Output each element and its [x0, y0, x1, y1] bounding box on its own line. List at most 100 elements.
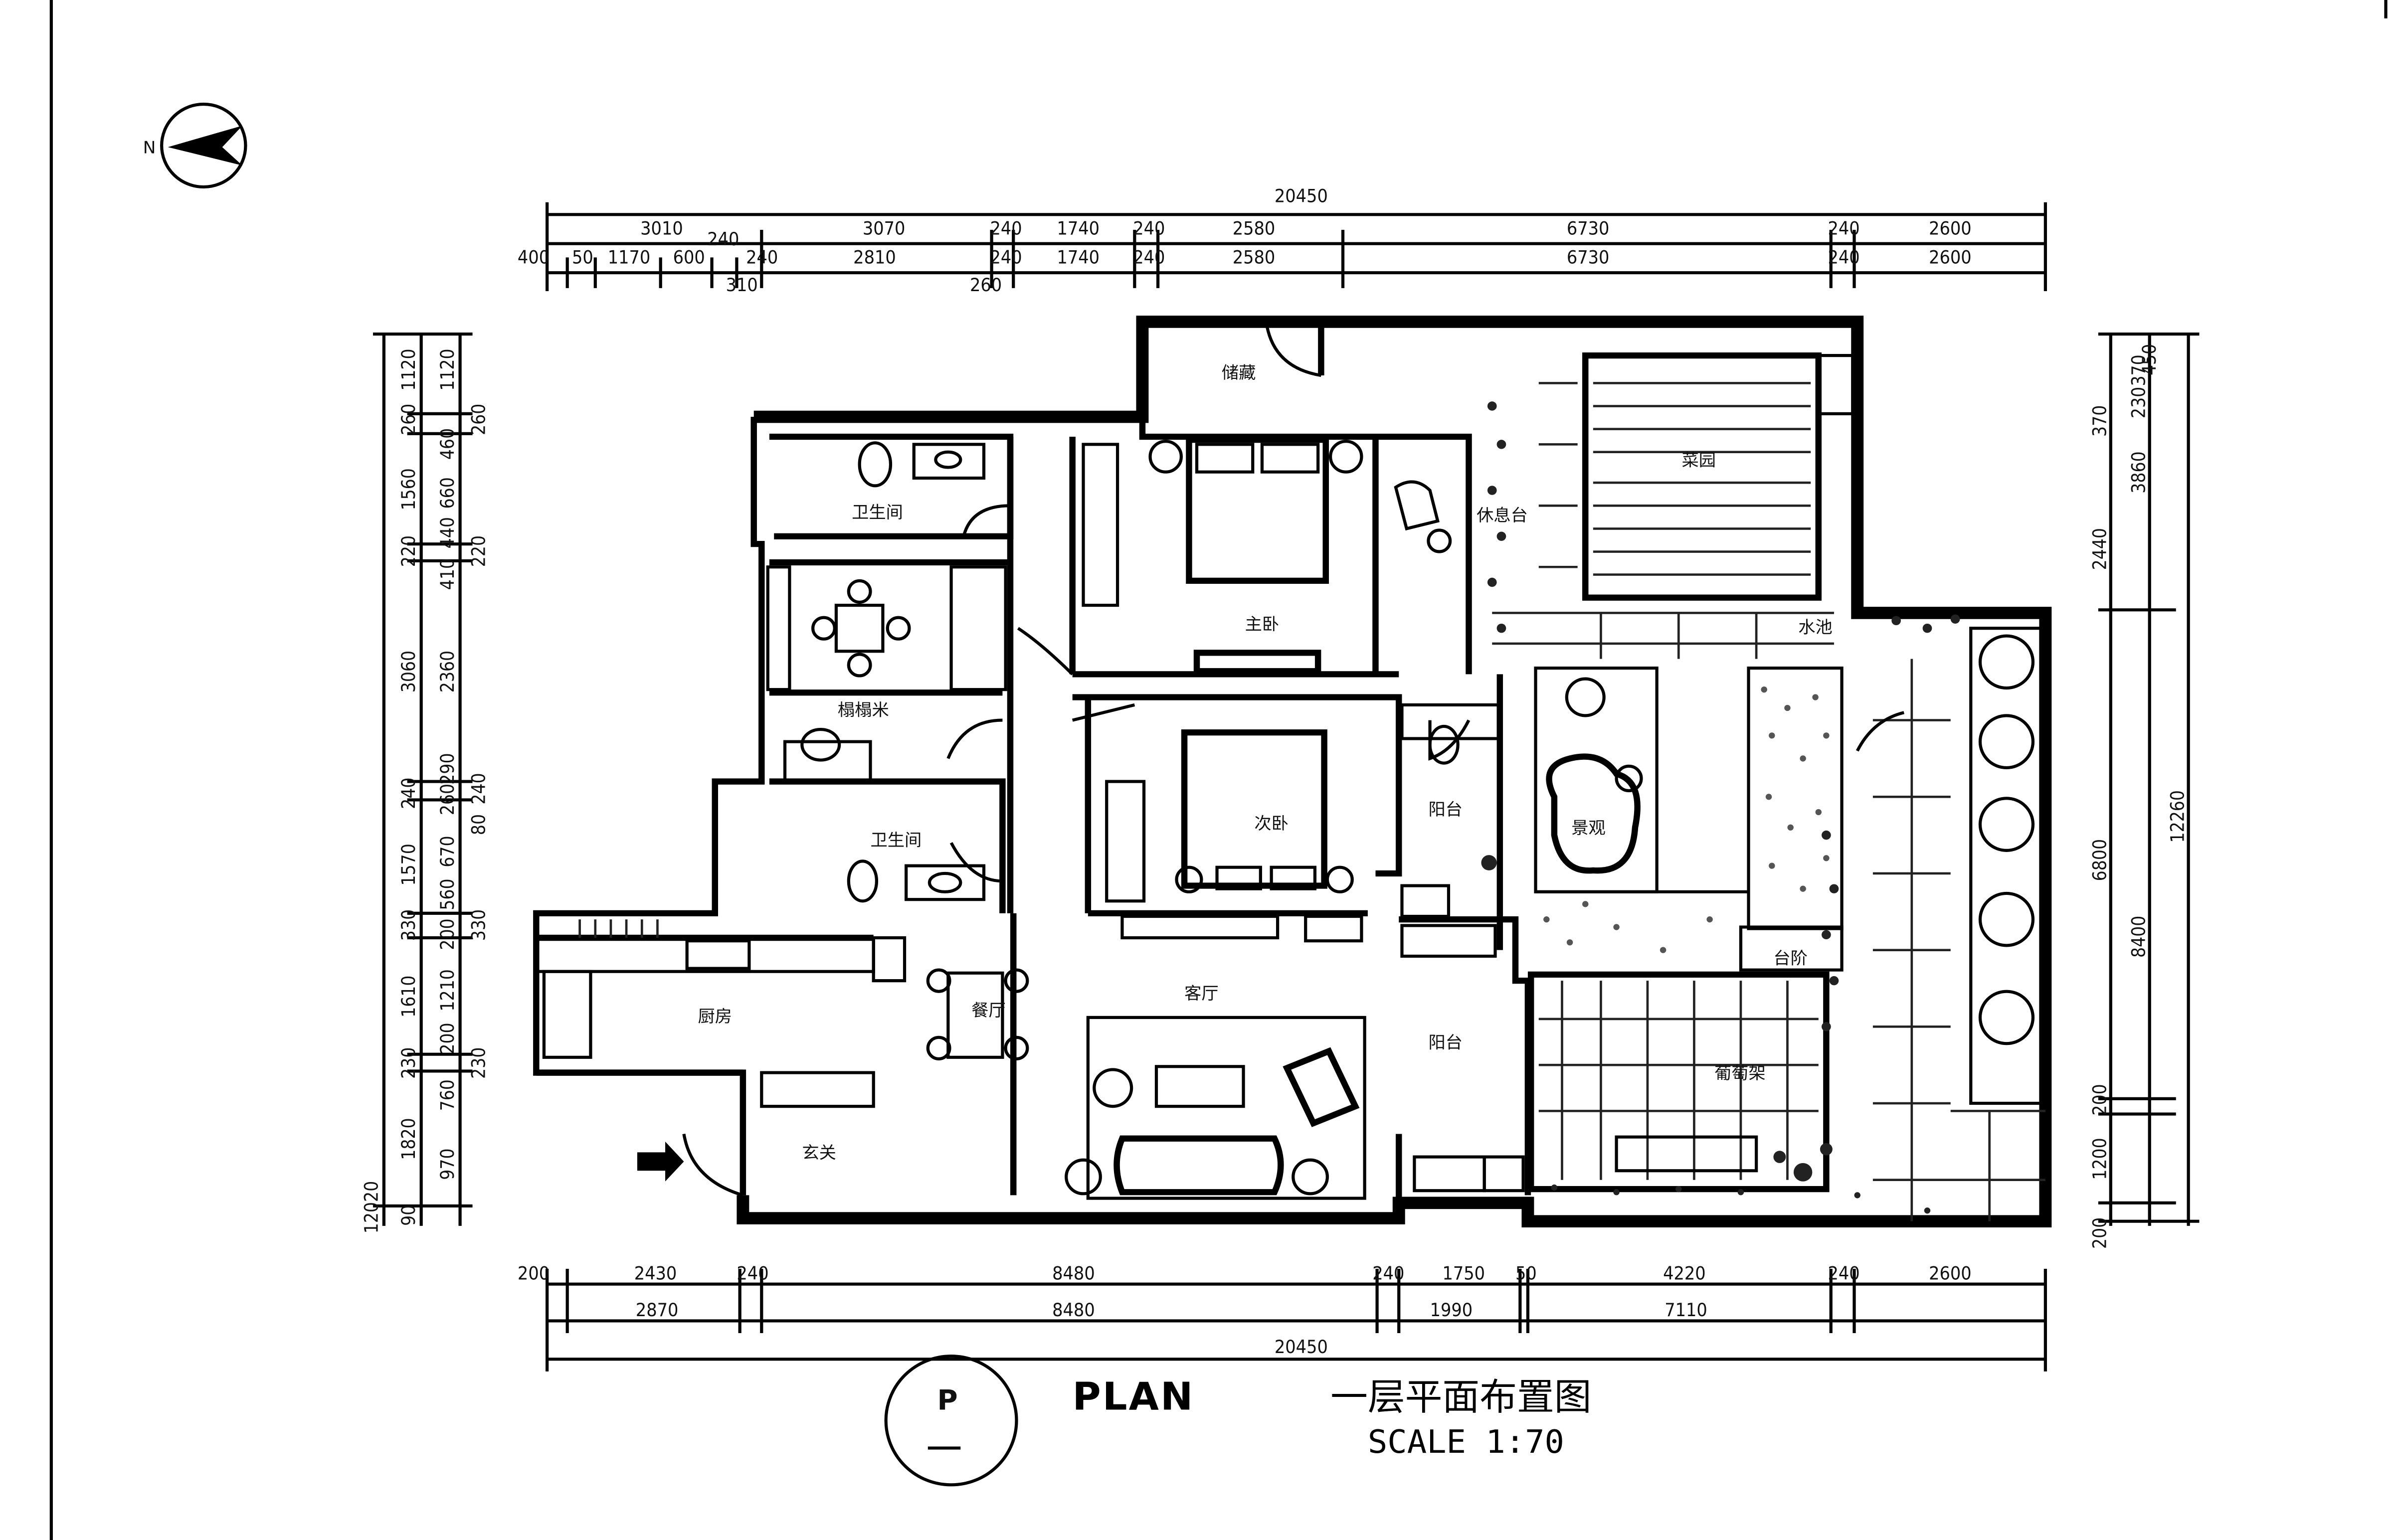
dim-left-s2: 240 — [468, 773, 489, 804]
dim-right-t0: 450 — [2139, 344, 2160, 375]
dim-left-s1: 220 — [468, 535, 489, 567]
dim-left-i1: 460 — [437, 428, 458, 460]
dim-right-o4: 1200 — [2089, 1138, 2110, 1180]
dim-right-m2: 3860 — [2128, 451, 2149, 493]
dim-right-o3: 200 — [2089, 1084, 2110, 1115]
right-dimensions: 12260 370 2440 6800 200 1200 200 370 230… — [2089, 332, 2200, 1249]
label-garden: 菜园 — [1682, 451, 1716, 471]
dim-top-total: 20450 — [1275, 185, 1328, 207]
dim-left-o11: 90 — [398, 1205, 419, 1226]
dim-left-i7: 260 — [437, 784, 458, 815]
dim-top-r2-4: 240 — [746, 247, 778, 268]
dim-top-r1-1: 3070 — [863, 218, 906, 239]
dim-top-r1-5: 2580 — [1233, 218, 1276, 239]
dim-bot-r1-8: 240 — [1828, 1263, 1860, 1284]
dim-top-r2-3: 600 — [673, 247, 705, 268]
label-bathroom-top: 卫生间 — [852, 503, 903, 522]
dim-top-r2-0: 400 — [518, 247, 550, 268]
dim-bot-r2-1: 8480 — [1052, 1299, 1095, 1321]
dim-left-i3: 440 — [437, 517, 458, 548]
dim-bot-r1-5: 1750 — [1443, 1263, 1485, 1284]
label-rest-deck: 休息台 — [1477, 506, 1528, 525]
dim-left-s3: 80 — [468, 814, 489, 835]
label-balcony-upper: 阳台 — [1428, 800, 1463, 820]
dim-top-r2-11: 240 — [1828, 247, 1860, 268]
dim-left-o1: 260 — [398, 404, 419, 435]
dim-left-i2: 660 — [437, 477, 458, 509]
tree-column — [1969, 627, 2042, 1105]
kitchen-fixtures — [535, 919, 907, 1108]
bottom-dimensions: 200 2430 240 8480 240 1750 50 4220 240 2… — [518, 1263, 2047, 1371]
door-swings — [946, 504, 1904, 883]
dim-left-i11: 1210 — [437, 969, 458, 1011]
bathroom-fixtures — [783, 441, 1525, 1193]
title-name-cn: 一层平面布置图 — [1330, 1375, 1591, 1418]
label-landscape: 景观 — [1571, 818, 1606, 838]
dim-top-r1-7: 240 — [1828, 218, 1860, 239]
dim-left-i13: 760 — [437, 1079, 458, 1111]
label-pergola: 葡萄架 — [1714, 1063, 1766, 1083]
north-arrow: N — [143, 102, 247, 189]
dim-left-i8: 670 — [437, 836, 458, 867]
dim-bot-r2-2: 1990 — [1430, 1299, 1473, 1321]
dim-top-r2-8: 240 — [1133, 247, 1165, 268]
label-living: 客厅 — [1184, 984, 1219, 1004]
landscape-feature — [1534, 667, 1844, 972]
label-kitchen: 厨房 — [698, 1007, 732, 1027]
tatami-set — [766, 565, 1007, 691]
label-water-pool: 水池 — [1798, 618, 1833, 638]
dim-right-m1: 230 — [2128, 387, 2149, 418]
dim-bot-r1-0: 200 — [518, 1263, 550, 1284]
dim-left-o3: 220 — [398, 535, 419, 567]
dim-top-r2-5: 2810 — [853, 247, 896, 268]
label-dining: 餐厅 — [971, 1001, 1006, 1021]
dim-left-i0: 1120 — [437, 348, 458, 390]
second-bed — [1105, 729, 1354, 940]
dim-left-i9: 560 — [437, 878, 458, 910]
dim-left-o9: 230 — [398, 1047, 419, 1079]
title-plan: PLAN — [1073, 1374, 1195, 1419]
left-dimensions: 12020 1120 260 1560 220 3060 240 1570 33… — [361, 332, 490, 1233]
dim-right-m0: 370 — [2128, 354, 2149, 386]
dim-left-o8: 1610 — [398, 976, 419, 1018]
dim-bot-r1-2: 240 — [737, 1263, 768, 1284]
dim-top-r1-extra: 240 — [707, 228, 739, 250]
entrance-arrow — [637, 1133, 743, 1197]
dim-bot-r2-0: 2870 — [636, 1299, 679, 1321]
dim-top-under-0: 310 — [726, 274, 758, 296]
dim-top-r1-4: 240 — [1133, 218, 1165, 239]
label-master-bedroom: 主卧 — [1245, 614, 1280, 634]
dim-left-i12: 200 — [437, 1023, 458, 1054]
dim-top-under-1: 260 — [970, 274, 1002, 296]
dim-left-o7: 330 — [398, 909, 419, 941]
dim-bot-r1-1: 2430 — [634, 1263, 677, 1284]
dim-left-i4: 410 — [437, 558, 458, 590]
dim-top-r2-12: 2600 — [1929, 247, 1972, 268]
dim-top-r1-3: 1740 — [1057, 218, 1100, 239]
label-second-bedroom: 次卧 — [1254, 814, 1289, 834]
label-steps: 台阶 — [1773, 949, 1808, 969]
dim-top-r2-7: 1740 — [1057, 247, 1100, 268]
label-bathroom-mid: 卫生间 — [870, 831, 922, 851]
dim-left-o5: 240 — [398, 778, 419, 809]
dim-top-r2-2: 1170 — [608, 247, 651, 268]
label-tatami: 榻榻米 — [838, 700, 889, 720]
dim-bot-total: 20450 — [1275, 1336, 1328, 1358]
title-scale: SCALE 1:70 — [1368, 1423, 1564, 1460]
dim-right-total: 12260 — [2167, 790, 2188, 843]
title-block: P PLAN 一层平面布置图 SCALE 1:70 — [884, 1355, 1592, 1487]
dining-set — [926, 968, 1029, 1060]
north-label: N — [143, 138, 156, 158]
dim-left-s0: 260 — [468, 404, 489, 435]
dim-right-o5: 200 — [2089, 1217, 2110, 1249]
dim-right-o0: 370 — [2089, 405, 2110, 437]
dim-top-r1-0: 3010 — [640, 218, 683, 239]
dim-left-o6: 1570 — [398, 844, 419, 885]
storage-area — [1142, 319, 1324, 377]
dim-top-r2-1: 50 — [572, 247, 593, 268]
dim-left-i5: 2360 — [437, 651, 458, 692]
dim-left-i14: 970 — [437, 1148, 458, 1180]
dim-left-i10: 200 — [437, 918, 458, 950]
dim-top-r1-6: 6730 — [1567, 218, 1610, 239]
